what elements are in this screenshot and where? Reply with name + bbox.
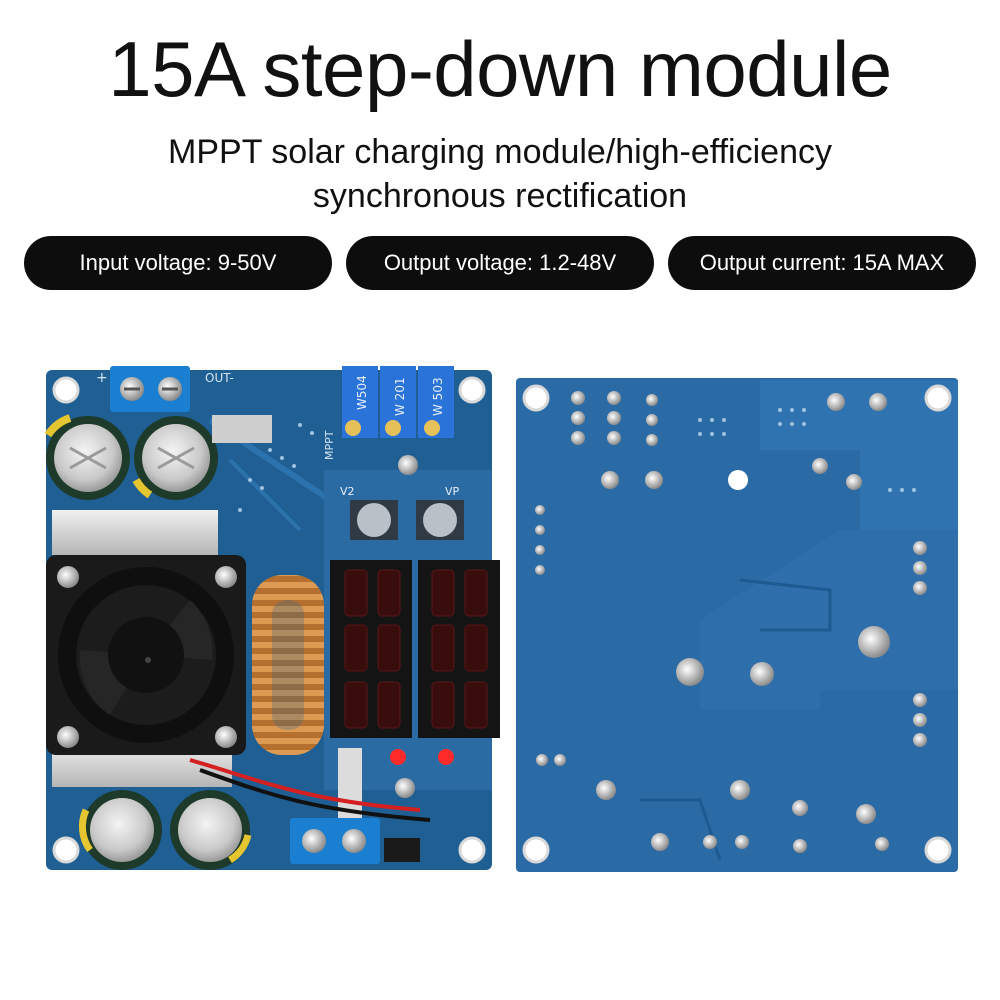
inductor-coil: [252, 575, 324, 755]
shunt-resistor: [212, 415, 272, 443]
silk-pot2: W 201: [393, 377, 407, 416]
capacitor-top-left: [44, 414, 130, 500]
capacitor-bottom-left: [78, 790, 162, 870]
capacitor-top-right: [132, 416, 218, 500]
subtitle-line-1: MPPT solar charging module/high-efficien…: [168, 133, 832, 171]
input-terminal-block: [110, 366, 190, 412]
silk-pot3: W 503: [431, 377, 445, 416]
silk-out: OUT-: [205, 371, 234, 385]
silk-vp: VP: [445, 485, 460, 498]
solder-joints: [535, 391, 927, 853]
back-mounting-holes: [522, 384, 952, 864]
silk-v2: V2: [340, 485, 355, 498]
subtitle-line-2: synchronous rectification: [312, 177, 688, 215]
page-subtitle: MPPT solar charging module/high-efficien…: [0, 130, 1000, 218]
silk-plus: +: [96, 370, 108, 386]
output-terminal-block: [290, 818, 380, 864]
front-mounting-holes: [52, 376, 486, 864]
slide-switch: [338, 748, 362, 818]
front-board: + OUT-: [44, 366, 500, 870]
silk-pot1: W504: [355, 375, 369, 410]
display-board: [324, 455, 500, 798]
silk-mppt: MPPT: [323, 430, 336, 460]
spec-pill-output-voltage: Output voltage: 1.2-48V: [346, 236, 654, 290]
cooling-fan: [46, 555, 246, 755]
spec-pill-output-current: Output current: 15A MAX: [668, 236, 976, 290]
page-title: 15A step-down module: [108, 25, 892, 113]
spec-pill-input: Input voltage: 9-50V: [24, 236, 332, 290]
back-board: [516, 378, 958, 872]
product-photo: + OUT-: [0, 330, 1000, 890]
potentiometers: [342, 366, 454, 438]
capacitor-bottom-right: [170, 790, 252, 870]
